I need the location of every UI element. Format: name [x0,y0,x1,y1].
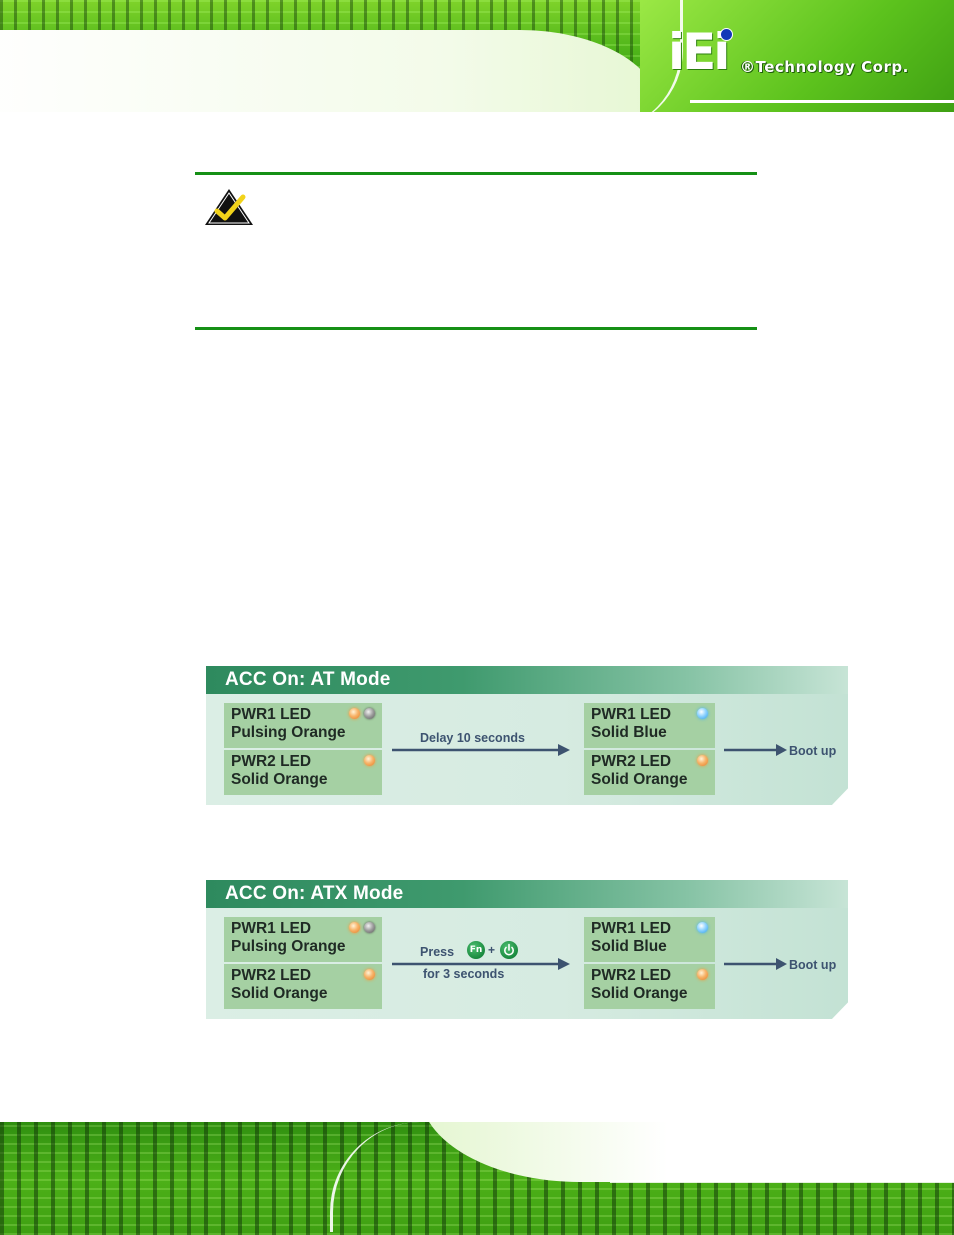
orange-led-icon [697,755,708,766]
orange-led-icon [364,755,375,766]
led-name: PWR1 LED [591,706,672,723]
led-status-box: PWR1 LED Solid Blue [584,703,715,748]
boot-arrow-icon [724,744,787,756]
led-name: PWR1 LED [591,920,672,937]
led-state: Solid Blue [591,938,667,955]
led-status-box: PWR2 LED Solid Orange [224,750,382,795]
header-swoop [0,30,660,112]
orange-led-icon [697,969,708,980]
led-state: Solid Orange [591,771,688,788]
led-state: Solid Orange [231,771,328,788]
boot-up-label: Boot up [789,744,837,758]
led-name: PWR1 LED [231,706,312,723]
led-status-box: PWR2 LED Solid Orange [584,964,715,1009]
led-status-box: PWR2 LED Solid Orange [224,964,382,1009]
led-state: Pulsing Orange [231,938,346,955]
footer-swoop [420,1122,954,1182]
logo-dot-icon [720,28,733,41]
diagram-title-bar: ACC On: ATX Mode [206,880,848,908]
led-status-box: PWR1 LED Solid Blue [584,917,715,962]
acc-atx-mode-diagram: ACC On: ATX Mode PWR1 LED Pulsing Orange… [206,880,848,1019]
acc-at-mode-diagram: ACC On: AT Mode PWR1 LED Pulsing Orange … [206,666,848,805]
boot-up-label: Boot up [789,958,837,972]
gray-led-icon [364,708,375,719]
plus-sign: + [488,943,496,957]
led-name: PWR2 LED [231,753,312,770]
gray-led-icon [364,922,375,933]
diagram-title: ACC On: ATX Mode [225,883,404,904]
note-check-icon [205,189,253,225]
footer-rule [610,1180,954,1183]
blue-led-icon [697,708,708,719]
led-name: PWR2 LED [231,967,312,984]
logo-mark: iEi [668,23,730,81]
orange-led-icon [364,969,375,980]
diagram-title-bar: ACC On: AT Mode [206,666,848,694]
led-state: Solid Orange [231,985,328,1002]
note-box [195,172,757,330]
boot-arrow-icon [724,958,787,970]
diagram-title: ACC On: AT Mode [225,669,391,690]
led-state: Pulsing Orange [231,724,346,741]
header-curve [560,0,683,112]
led-status-box: PWR1 LED Pulsing Orange [224,917,382,962]
led-status-box: PWR1 LED Pulsing Orange [224,703,382,748]
fn-key-icon: Fn [467,941,485,959]
page-header-banner: iEi ®Technology Corp. [0,0,954,112]
blue-led-icon [697,922,708,933]
led-name: PWR2 LED [591,753,672,770]
orange-led-icon [349,922,360,933]
transition-arrow-icon [392,958,570,970]
power-key-icon [500,941,518,959]
company-logo: iEi ®Technology Corp. [668,23,938,84]
transition-arrow-icon [392,744,570,756]
transition-label: Delay 10 seconds [420,731,525,745]
orange-led-icon [349,708,360,719]
header-logo-panel [640,0,954,112]
power-symbol-icon [504,943,514,956]
header-rule [690,100,954,103]
led-status-box: PWR2 LED Solid Orange [584,750,715,795]
transition-duration-label: for 3 seconds [423,967,505,981]
led-name: PWR2 LED [591,967,672,984]
transition-label: Press [420,945,455,959]
led-state: Solid Blue [591,724,667,741]
logo-text: ®Technology Corp. [740,58,909,76]
page-footer-banner [0,1122,954,1235]
led-name: PWR1 LED [231,920,312,937]
led-state: Solid Orange [591,985,688,1002]
